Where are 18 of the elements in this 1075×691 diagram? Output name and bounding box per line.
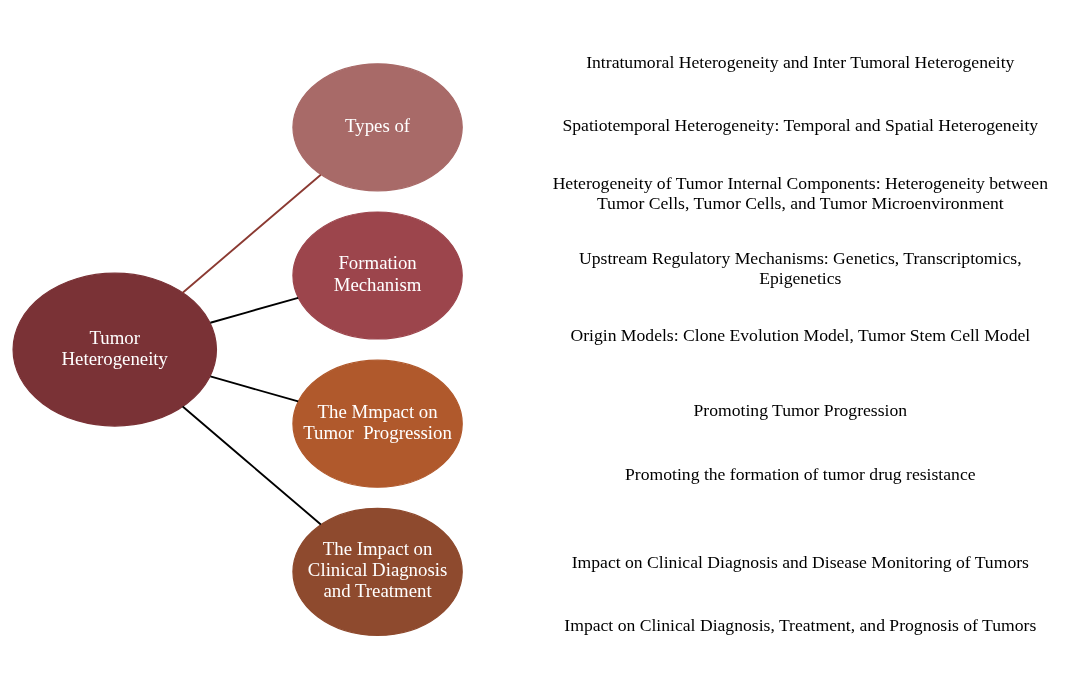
label: Promoting Tumor Progression (693, 400, 908, 421)
connector (209, 296, 300, 324)
node-ellipse: The Impact on Clinical Diagnosis and Treatment (292, 507, 463, 636)
label: Origin Models: Clone Evolution Model, Tumor Stem Cell Model (570, 324, 1031, 345)
connector (181, 173, 322, 294)
label: Spatiotemporal Heterogeneity: Temporal and Spatial Heterogeneity (562, 115, 1039, 136)
node-ellipse: Formation Mechanism (292, 211, 463, 340)
node-ellipse: Types of (292, 63, 463, 192)
node-ellipse: Tumor Heterogeneity (12, 272, 218, 427)
node-ellipse: The Mmpact on Tumor Progression (292, 359, 463, 488)
connector (209, 375, 300, 403)
connector (181, 405, 322, 526)
label: Upstream Regulatory Mechanisms: Genetics, Transcriptomics, Epigenetics (579, 247, 1022, 288)
label: Promoting the formation of tumor drug resistance (625, 463, 976, 484)
label: Intratumoral Heterogeneity and Inter Tumoral Heterogeneity (586, 51, 1015, 72)
label: Impact on Clinical Diagnosis, Treatment, and Prognosis of Tumors (564, 615, 1037, 636)
label: Heterogeneity of Tumor Internal Components: Heterogeneity between Tumor Cells, Tumor Cells, and Tumor Microenvironment (552, 172, 1048, 213)
label: Impact on Clinical Diagnosis and Disease Monitoring of Tumors (571, 551, 1029, 572)
